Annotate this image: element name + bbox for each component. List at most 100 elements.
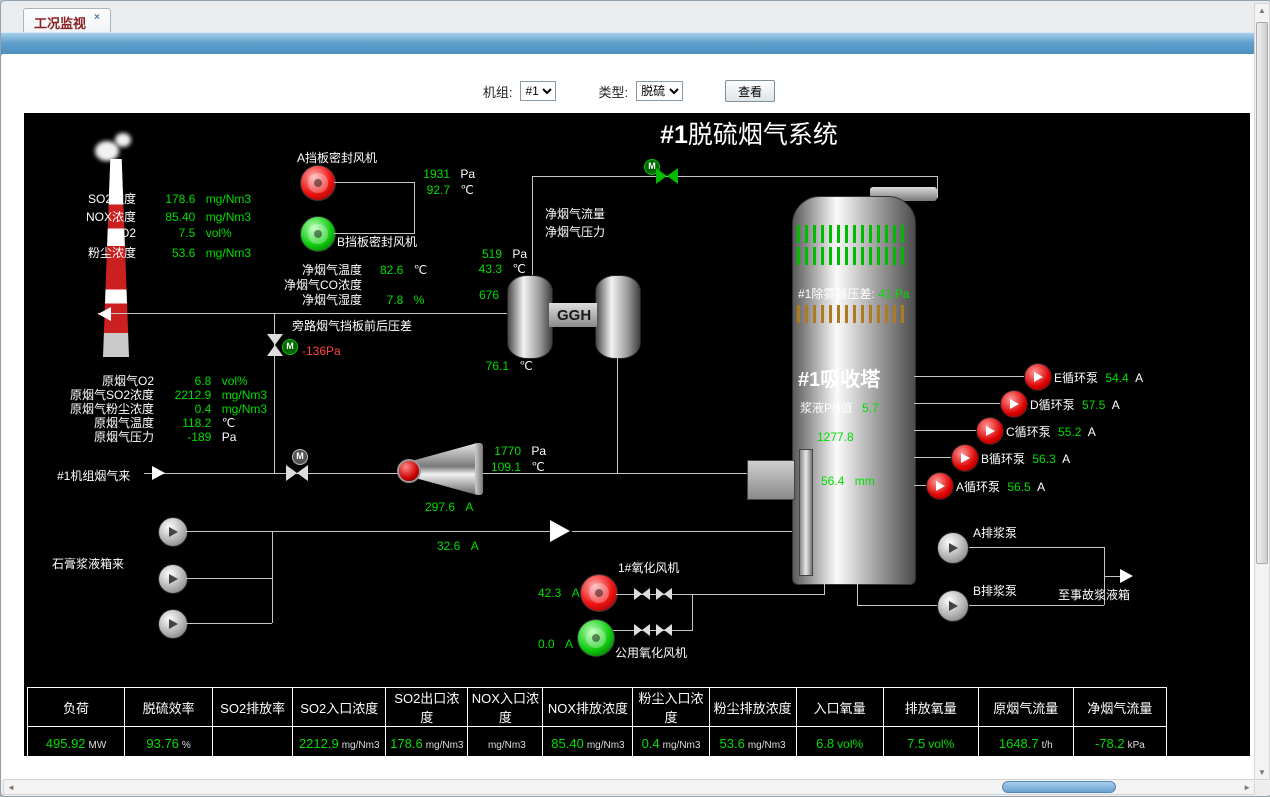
reading-unit: mg/Nm3 [205,246,252,260]
discharge-pump-b-icon[interactable] [937,590,969,622]
reading-unit: % [413,293,425,307]
reading-unit: Pa [531,444,547,458]
oxidation-fan-1-icon[interactable] [580,574,618,612]
clean-gas-damper-valve[interactable] [656,168,678,184]
kpi-header: SO2出口浓度 [385,687,469,727]
booster-fan-icon[interactable] [397,443,485,495]
oxidation-fan-1-label: 1#氧化风机 [618,561,680,575]
ggh-vessel-b[interactable] [595,275,641,359]
reading-value: 178.6 [165,192,196,206]
kpi-header: 净烟气流量 [1072,687,1168,727]
scroll-up-icon[interactable]: ▲ [1258,6,1266,15]
reading-value: 85.40 [165,210,196,224]
scada-canvas: #1脱硫烟气系统 SO2浓度 178.6 mg/Nm3 NOX浓度 85.40 … [24,113,1250,756]
oxidation-valve-2b[interactable] [656,624,672,636]
circ-pump-b-icon[interactable] [951,444,979,472]
kpi-header: 原烟气流量 [977,687,1074,727]
bypass-damper-valve[interactable] [267,334,283,356]
circ-pump-e-icon[interactable] [1024,363,1052,391]
ggh-label: GGH [557,307,592,324]
kpi-unit: mg/Nm3 [747,739,786,751]
pipe [186,578,272,579]
reading-value: 0.0 [538,637,555,651]
kpi-unit: % [181,739,191,751]
absorber-tower[interactable]: #1除雾器压差: 41 Pa #1吸收塔 浆液PH值 5.7 1277.8 56… [792,196,916,585]
reading-value: 7.8 [386,293,404,307]
gypsum-pump-2-icon[interactable] [158,564,188,594]
vertical-scrollbar[interactable]: ▲ ▼ [1254,3,1270,780]
oxidation-valve-1b[interactable] [656,588,672,600]
oxidation-valve-1a[interactable] [634,588,650,600]
gypsum-pump-3-icon[interactable] [158,609,188,639]
reading-value: 5.7 [862,401,879,415]
reading-value: 56.4 [821,474,845,488]
inlet-damper-valve[interactable] [286,465,308,481]
view-button[interactable]: 查看 [725,80,776,102]
reading-label: 粉尘浓度 [87,246,136,260]
vertical-scroll-thumb[interactable] [1256,22,1268,564]
ggh-vessel-a[interactable] [507,275,553,359]
gypsum-pump-1-icon[interactable] [158,517,188,547]
scroll-right-icon[interactable]: ► [1243,783,1251,792]
reading-value: 55.2 [1058,425,1082,439]
kpi-value: 6.8 [816,735,835,751]
reading-unit: mg/Nm3 [205,192,252,206]
booster-fan-current: 297.6 A [417,500,473,514]
discharge-pump-a-icon[interactable] [937,532,969,564]
horizontal-scroll-thumb[interactable] [1002,781,1116,793]
reading-value: 41 Pa [878,287,910,301]
bypass-motor-indicator[interactable]: M [282,339,298,355]
stack-dust-reading: 粉尘浓度 53.6 mg/Nm3 [52,244,251,261]
pipe [616,594,692,595]
bypass-damper-label: 旁路烟气挡板前后压差 [292,319,413,333]
clean-gas-temp-reading: 净烟气温度 82.6 ℃ [252,261,427,278]
stack-nox-reading: NOX浓度 85.40 mg/Nm3 [52,208,251,225]
pipe [914,457,951,458]
reading-unit: ℃ [519,359,533,373]
kpi-value: 178.6 [390,735,423,751]
oxidation-fan-2-icon[interactable] [577,619,615,657]
reading-label: E循环泵 [1054,371,1099,385]
circ-pump-a-icon[interactable] [926,472,954,500]
reading-unit: vol% [205,226,232,240]
type-select[interactable]: 脱硫 [636,81,684,101]
reading-unit: ℃ [512,262,526,276]
kpi-header: NOX入口浓度 [467,687,544,727]
reading-label: #1除雾器压差: [798,287,875,301]
reading-label: 净烟气CO浓度 [283,278,362,292]
reading-unit: ℃ [221,416,236,430]
scroll-left-icon[interactable]: ◄ [7,783,15,792]
flow-arrow-to-stack [98,307,111,321]
kpi-unit: t/h [1041,739,1053,751]
circ-pump-d-icon[interactable] [1000,390,1028,418]
raw-gas-temp-reading: 原烟气温度 118.2 ℃ [32,414,235,431]
inlet-damper-motor-indicator[interactable]: M [292,449,308,465]
seal-fan-a-icon[interactable] [300,165,336,201]
reading-unit: mg/Nm3 [205,210,252,224]
unit-select[interactable]: #1 [520,81,557,101]
tab-close-icon[interactable]: × [94,12,100,23]
unit-select-label: 机组: [482,84,513,100]
circ-pump-c-icon[interactable] [976,417,1004,445]
flow-arrow-emergency [1120,569,1133,583]
content-area: 机组: #1 类型: 脱硫 查看 #1脱硫烟气系统 SO2浓度 178.6 [2,54,1256,781]
horizontal-scrollbar[interactable]: ◄ ► [3,779,1255,795]
scroll-down-icon[interactable]: ▼ [1258,768,1266,777]
pump-arrow-icon [960,453,970,463]
seal-fan-b-icon[interactable] [300,216,336,252]
ggh-inlet-temp: 43.3 ℃ [468,262,526,276]
reading-label: 净烟气温度 [301,263,362,277]
reading-unit: A [571,586,580,600]
reading-unit: A [1135,371,1144,385]
kpi-header: 入口氧量 [795,687,884,727]
pipe [532,176,533,275]
reading-value: 43.3 [478,262,502,276]
slurry-density-value: 1277.8 [817,430,854,444]
oxidation-fan-2-current: 0.0 A [538,637,573,651]
spray-bank-2 [797,247,909,265]
oxidation-valve-2a[interactable] [634,624,650,636]
